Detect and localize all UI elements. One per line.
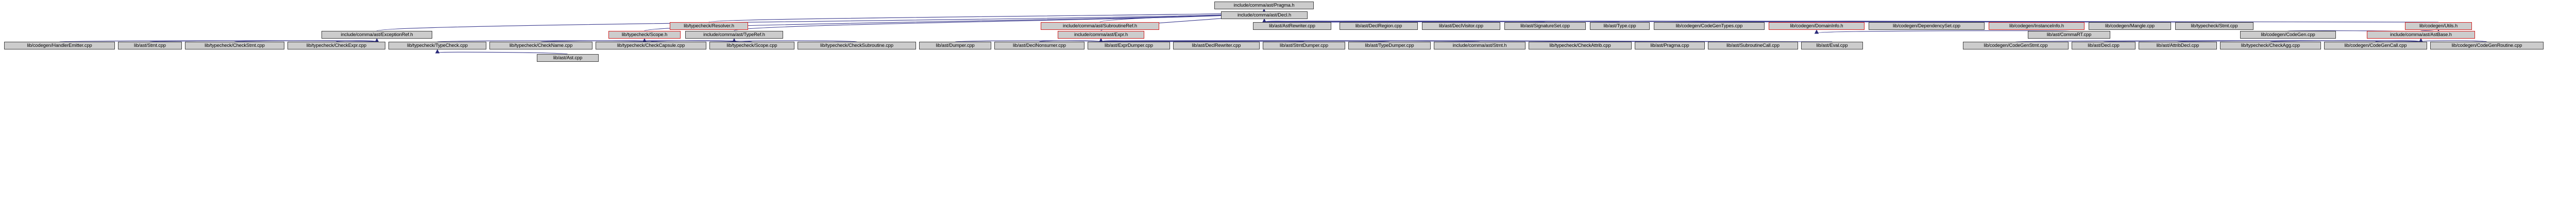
graph-node[interactable]: lib/ast/DeclRewriter.cpp xyxy=(1173,42,1260,49)
graph-edge-arrowhead xyxy=(435,49,440,54)
graph-node[interactable]: lib/typecheck/Resolver.h xyxy=(670,22,748,30)
graph-node[interactable]: lib/typecheck/Stmt.cpp xyxy=(2175,22,2253,30)
graph-edge xyxy=(708,12,1265,23)
graph-node[interactable]: lib/typecheck/CheckExpr.cpp xyxy=(287,42,385,49)
graph-node[interactable]: lib/ast/AttribDecl.cpp xyxy=(2139,42,2217,49)
graph-node[interactable]: lib/typecheck/CheckCapsule.cpp xyxy=(596,42,706,49)
graph-node[interactable]: lib/typecheck/TypeCheck.cpp xyxy=(388,42,486,49)
graph-node[interactable]: include/comma/ast/AstBase.h xyxy=(2367,31,2475,39)
graph-node[interactable]: lib/ast/Dumper.cpp xyxy=(919,42,991,49)
graph-node[interactable]: include/comma/ast/SubroutineRef.h xyxy=(1041,22,1159,30)
graph-node[interactable]: lib/typecheck/CheckStmt.cpp xyxy=(185,42,284,49)
graph-node[interactable]: lib/codegen/DomainInfo.h xyxy=(1769,22,1865,30)
graph-node[interactable]: include/comma/ast/Stmt.h xyxy=(1434,42,1526,49)
graph-node[interactable]: lib/ast/StmtDumper.cpp xyxy=(1263,42,1345,49)
graph-node[interactable]: include/comma/ast/ExceptionRef.h xyxy=(321,31,432,39)
graph-node[interactable]: lib/ast/SignatureSet.cpp xyxy=(1504,22,1586,30)
graph-edge-arrowhead xyxy=(1814,29,1819,34)
graph-node[interactable]: lib/typecheck/CheckName.cpp xyxy=(489,42,592,49)
graph-node[interactable]: lib/typecheck/Scope.h xyxy=(608,31,681,39)
graph-node[interactable]: lib/ast/DeclNonsumer.cpp xyxy=(994,42,1084,49)
graph-node[interactable]: lib/ast/TypeDumper.cpp xyxy=(1348,42,1431,49)
graph-node[interactable]: lib/ast/ExprDumper.cpp xyxy=(1088,42,1170,49)
graph-node[interactable]: lib/ast/DeclRegion.cpp xyxy=(1340,22,1418,30)
graph-node[interactable]: include/comma/ast/TypeRef.h xyxy=(685,31,783,39)
graph-node[interactable]: lib/ast/Stmt.cpp xyxy=(118,42,182,49)
graph-node[interactable]: lib/ast/AstRewriter.cpp xyxy=(1253,22,1331,30)
graph-node[interactable]: lib/typecheck/CheckAttrib.cpp xyxy=(1529,42,1632,49)
graph-node[interactable]: include/comma/ast/Decl.h xyxy=(1221,11,1308,19)
graph-node[interactable]: lib/codegen/HandlerEmitter.cpp xyxy=(4,42,115,49)
graph-node[interactable]: lib/typecheck/CheckSubroutine.cpp xyxy=(798,42,916,49)
graph-node[interactable]: lib/ast/CommaRT.cpp xyxy=(2028,31,2110,39)
graph-node[interactable]: include/comma/ast/Expr.h xyxy=(1058,31,1144,39)
graph-node[interactable]: lib/codegen/InstanceInfo.h xyxy=(1989,22,2084,30)
graph-node[interactable]: lib/codegen/Utils.h xyxy=(2405,22,2472,30)
graph-node[interactable]: lib/typecheck/Scope.cpp xyxy=(709,42,794,49)
graph-node[interactable]: lib/ast/Pragma.cpp xyxy=(1635,42,1705,49)
graph-node[interactable]: lib/codegen/CodeGenRoutine.cpp xyxy=(2430,42,2544,49)
graph-node[interactable]: lib/codegen/Mangle.cpp xyxy=(2089,22,2171,30)
graph-node[interactable]: include/comma/ast/Pragma.h xyxy=(1214,2,1314,9)
graph-node[interactable]: lib/ast/DeclVisitor.cpp xyxy=(1422,22,1500,30)
graph-edge xyxy=(734,12,1265,31)
graph-node[interactable]: lib/codegen/CodeGen.cpp xyxy=(2240,31,2336,39)
graph-node[interactable]: lib/codegen/DependencySet.cpp xyxy=(1869,22,1985,30)
graph-node[interactable]: lib/codegen/CodeGenStmt.cpp xyxy=(1963,42,2069,49)
graph-node[interactable]: lib/ast/Decl.cpp xyxy=(2072,42,2136,49)
graph-node[interactable]: lib/codegen/CodeGenTypes.cpp xyxy=(1654,22,1765,30)
graph-node[interactable]: lib/ast/Eval.cpp xyxy=(1801,42,1863,49)
graph-node[interactable]: lib/ast/SubroutineCall.cpp xyxy=(1708,42,1798,49)
graph-node[interactable]: lib/codegen/CodeGenCall.cpp xyxy=(2324,42,2427,49)
graph-node[interactable]: lib/ast/Ast.cpp xyxy=(537,54,599,62)
graph-node[interactable]: lib/ast/Type.cpp xyxy=(1590,22,1650,30)
graph-node[interactable]: lib/typecheck/CheckAgg.cpp xyxy=(2220,42,2321,49)
